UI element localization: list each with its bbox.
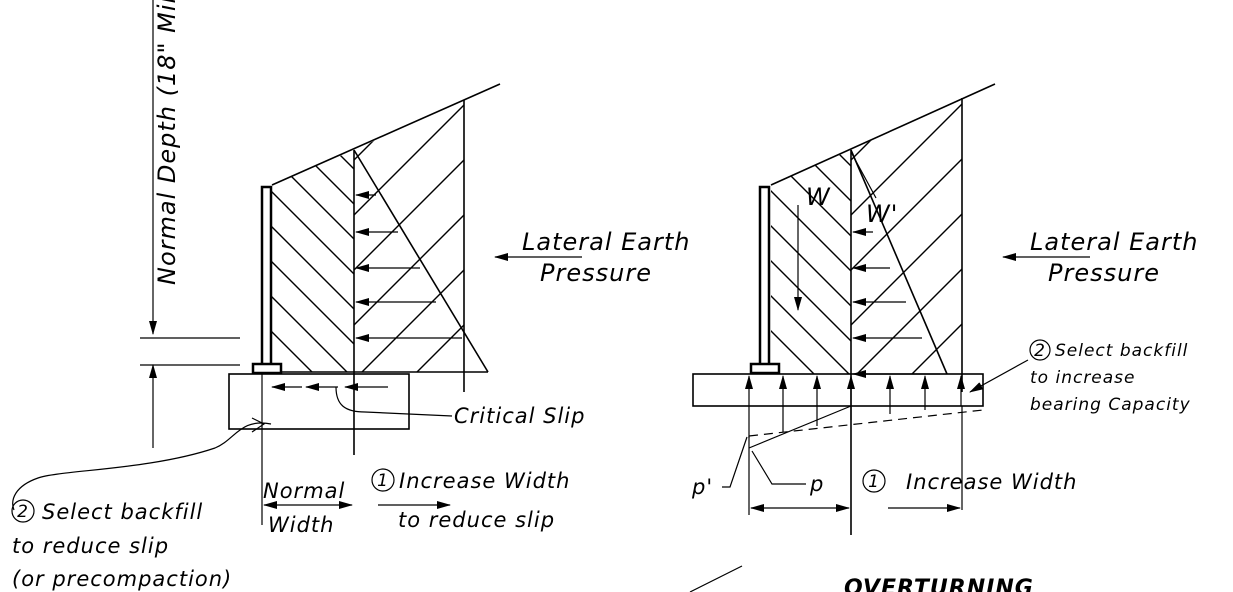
- depth-label: Normal Depth (18" Min.): [153, 0, 181, 285]
- title-stroke: [689, 565, 743, 592]
- increase-width-label-1: Increase Width: [399, 469, 570, 493]
- normal-width-label-1: Normal: [263, 479, 345, 503]
- critical-slip-label: Critical Slip: [454, 404, 585, 428]
- right-increase-width-number: 1: [868, 472, 880, 492]
- left-ground-slope: [271, 83, 501, 186]
- left-backfill-hatch-a: [272, 150, 354, 372]
- right-wall-base-plate: [749, 362, 781, 375]
- increase-width-number-circle: [371, 468, 395, 492]
- right-backfill-hatch-b: [851, 98, 962, 374]
- left-lateral-label-2: Pressure: [540, 259, 652, 287]
- left-wall-base-plate: [251, 362, 283, 375]
- backfill-leader-tip: [251, 417, 266, 433]
- pressure-line-p: [748, 405, 852, 449]
- right-lateral-label-2: Pressure: [1048, 259, 1160, 287]
- p-prime-leader: [722, 436, 748, 488]
- backfill-number-circle: [11, 499, 35, 523]
- right-wedge-line: [850, 149, 948, 375]
- right-backfill-number-circle: [1029, 339, 1051, 361]
- right-pressure-arrows: [852, 228, 940, 378]
- right-increase-width-number-circle: [862, 469, 886, 493]
- right-wall-post: [758, 185, 771, 367]
- left-lateral-label-1: Lateral Earth: [522, 228, 690, 256]
- p-prime-label: p': [691, 475, 713, 499]
- right-increase-width-label: Increase Width: [906, 470, 1077, 494]
- p-leader: [751, 450, 806, 485]
- backfill-number: 2: [17, 502, 29, 522]
- normal-width-label-2: Width: [268, 513, 334, 537]
- right-lateral-label-1: Lateral Earth: [1030, 228, 1198, 256]
- backfill-label-2: to reduce slip: [12, 534, 169, 558]
- increase-width-label-2: to reduce slip: [398, 508, 555, 532]
- left-wedge-line: [353, 149, 489, 373]
- right-backfill-number: 2: [1034, 341, 1046, 361]
- bearing-pressure-arrows: [745, 375, 965, 438]
- right-backfill-label-3: bearing Capacity: [1030, 395, 1191, 415]
- right-backfill-label-2: to increase: [1030, 368, 1136, 388]
- left-pressure-arrows: [355, 191, 462, 342]
- w-prime-line: [850, 151, 877, 199]
- right-figure: W W' Lateral Earth Pressure: [689, 83, 1198, 592]
- backfill-label-1: Select backfill: [42, 500, 203, 524]
- left-figure: Normal Depth (18" Min.) Lateral Earth Pr…: [11, 0, 690, 591]
- w-prime-label: W': [866, 200, 898, 228]
- backfill-leader: [12, 422, 272, 511]
- right-backfill-leader: [969, 359, 1029, 393]
- p-label: p: [809, 472, 824, 496]
- right-backfill-label-1: Select backfill: [1055, 341, 1188, 361]
- pressure-line-p-prime: [748, 409, 984, 437]
- left-footing: [228, 373, 410, 430]
- right-footing: [692, 373, 984, 407]
- left-wall-post: [260, 185, 273, 367]
- backfill-label-3: (or precompaction): [12, 567, 232, 591]
- left-depth-dimension: [140, 0, 240, 448]
- right-ground-slope: [770, 83, 996, 186]
- right-backfill-hatch-a: [771, 150, 851, 374]
- overturning-title: OVERTURNING: [844, 576, 1034, 592]
- critical-slip-leader: [335, 386, 453, 417]
- w-label: W: [806, 183, 831, 211]
- increase-width-number: 1: [377, 471, 389, 491]
